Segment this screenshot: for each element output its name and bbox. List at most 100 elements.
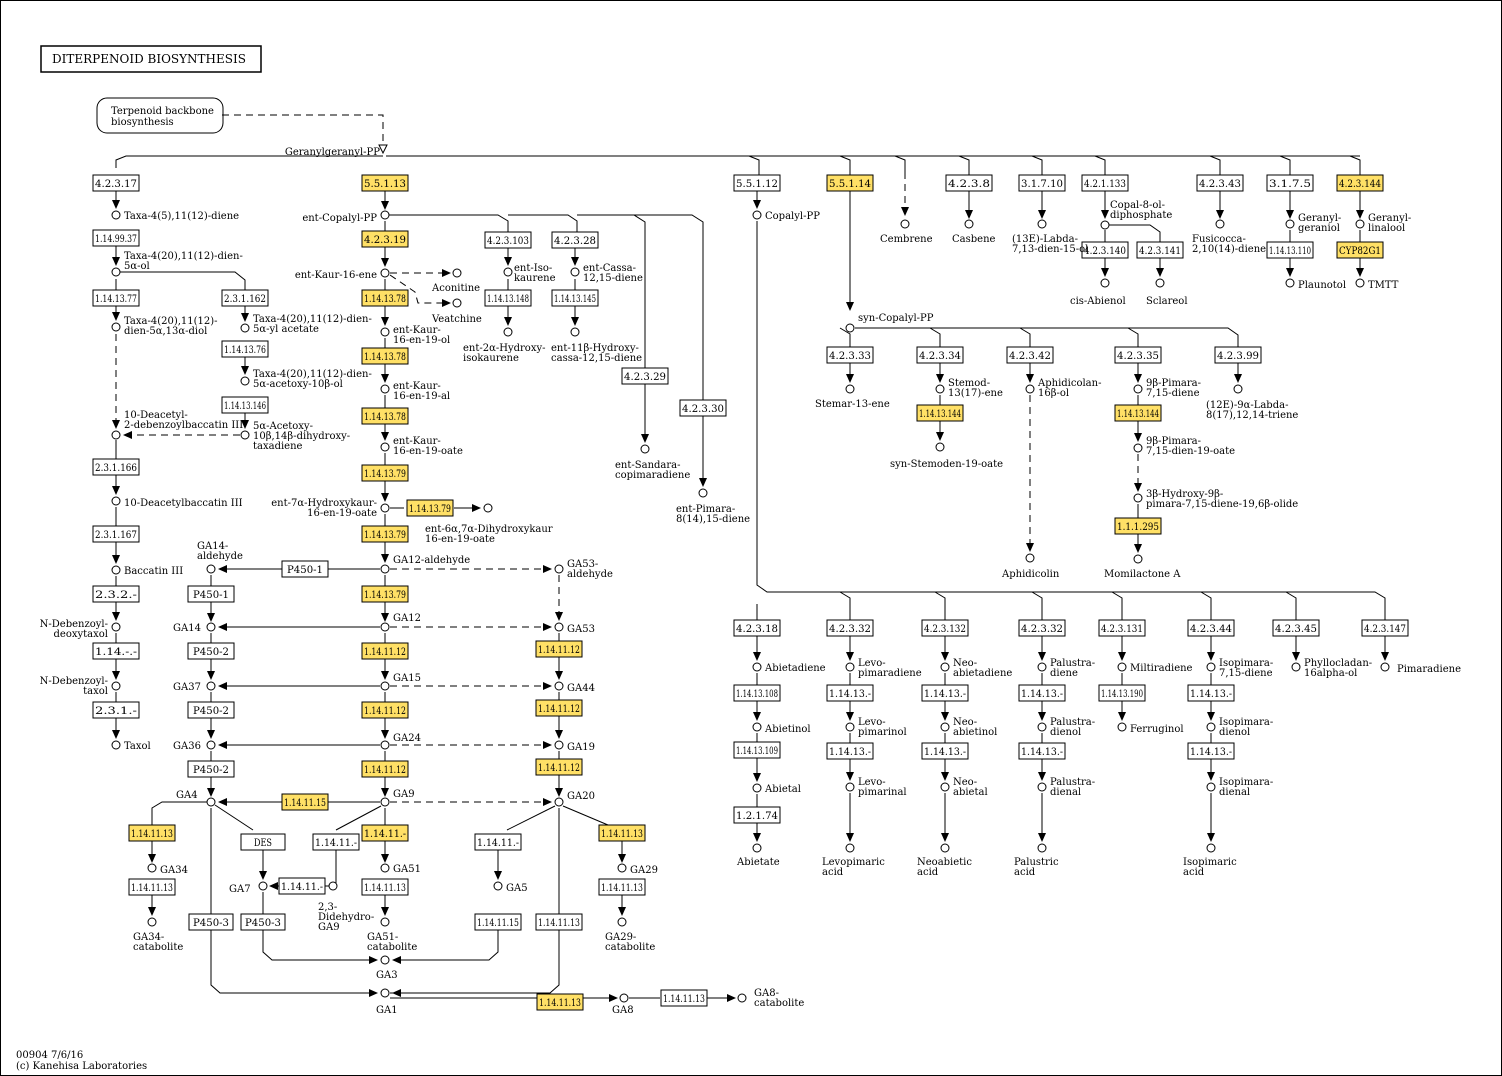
compound-node[interactable] (940, 722, 950, 732)
enzyme-box-e18[interactable]: CYP82G1 (1336, 241, 1384, 259)
enzyme-box-e1[interactable]: 4.2.3.17 (92, 174, 140, 192)
compound-node[interactable] (380, 268, 390, 278)
enzyme-box-e60[interactable]: P450-3 (188, 913, 234, 931)
enzyme-box-e53[interactable]: 1.14.11.- (312, 833, 360, 851)
enzyme-box-e68[interactable]: 4.2.3.42 (1006, 346, 1054, 364)
enzyme-box-e88[interactable]: 1.14.13.109 (733, 741, 781, 759)
compound-node[interactable] (111, 496, 121, 506)
enzyme-box-e30[interactable]: 2.3.1.166 (92, 458, 140, 476)
enzyme-box-e57[interactable]: 1.14.11.13 (361, 878, 409, 896)
compound-node[interactable] (111, 322, 121, 332)
compound-node[interactable] (1355, 278, 1365, 288)
compound-node[interactable] (240, 376, 250, 386)
compound-node[interactable] (380, 327, 390, 337)
compound-node[interactable] (503, 267, 513, 277)
enzyme-box-e69[interactable]: 4.2.3.35 (1114, 346, 1162, 364)
compound-node[interactable] (503, 327, 513, 337)
compound-node[interactable] (1117, 722, 1127, 732)
enzyme-box-e67[interactable]: 4.2.3.34 (916, 346, 964, 364)
compound-node[interactable] (1206, 662, 1216, 672)
compound-node[interactable] (206, 681, 216, 691)
enzyme-box-e22[interactable]: 1.14.13.148 (484, 289, 532, 307)
compound-node[interactable] (1037, 782, 1047, 792)
compound-node[interactable] (1285, 278, 1295, 288)
compound-node[interactable] (617, 863, 627, 873)
compound-node[interactable] (206, 740, 216, 750)
compound-node[interactable] (570, 267, 580, 277)
enzyme-box-e46[interactable]: 2.3.1.- (92, 701, 140, 719)
compound-node[interactable] (111, 267, 121, 277)
enzyme-box-e80[interactable]: 4.2.3.45 (1272, 619, 1320, 637)
compound-node[interactable] (380, 740, 390, 750)
enzyme-box-e75[interactable]: 4.2.3.32 (826, 619, 874, 637)
enzyme-box-e43[interactable]: 1.14.11.12 (361, 701, 409, 719)
enzyme-box-e89[interactable]: 1.14.13.- (826, 742, 874, 760)
compound-node[interactable] (940, 662, 950, 672)
enzyme-box-e42[interactable]: 1.14.-.- (92, 642, 140, 660)
compound-node[interactable] (619, 993, 629, 1003)
enzyme-box-e56[interactable]: 1.14.11.13 (598, 824, 646, 842)
enzyme-box-e41[interactable]: P450-2 (187, 642, 235, 660)
enzyme-box-e61[interactable]: P450-3 (240, 913, 286, 931)
compound-node[interactable] (940, 782, 950, 792)
enzyme-box-e13[interactable]: 4.2.3.103 (484, 231, 532, 249)
enzyme-box-e79[interactable]: 4.2.3.44 (1187, 619, 1235, 637)
enzyme-box-e12[interactable]: 4.2.3.19 (361, 230, 409, 248)
compound-node[interactable] (752, 783, 762, 793)
compound-node[interactable] (1155, 278, 1165, 288)
enzyme-box-e16[interactable]: 4.2.3.141 (1136, 241, 1184, 259)
enzyme-box-e37[interactable]: P450-1 (187, 585, 235, 603)
enzyme-box-e19[interactable]: 1.14.13.77 (92, 289, 140, 307)
compound-node[interactable] (380, 797, 390, 807)
compound-node[interactable] (111, 622, 121, 632)
compound-node[interactable] (752, 662, 762, 672)
enzyme-box-e66[interactable]: 4.2.3.33 (826, 346, 874, 364)
enzyme-box-e54[interactable]: 1.14.11.13 (128, 878, 176, 896)
enzyme-box-e33[interactable]: 1.14.13.79 (361, 525, 409, 543)
compound-node[interactable] (380, 917, 390, 927)
enzyme-box-e8[interactable]: 4.2.3.43 (1196, 174, 1244, 192)
compound-node[interactable] (1215, 219, 1225, 229)
compound-node[interactable] (845, 662, 855, 672)
compound-node[interactable] (752, 843, 762, 853)
compound-node[interactable] (452, 298, 462, 308)
enzyme-box-e31[interactable]: 1.14.13.79 (361, 464, 409, 482)
enzyme-box-e39[interactable]: 1.14.11.12 (361, 642, 409, 660)
compound-node[interactable] (554, 564, 564, 574)
compound-node[interactable] (845, 722, 855, 732)
enzyme-box-e64[interactable]: 1.14.11.13 (535, 913, 583, 931)
compound-node[interactable] (483, 503, 493, 513)
enzyme-box-e71[interactable]: 1.14.13.144 (916, 404, 964, 422)
enzyme-box-e85[interactable]: 1.14.13.- (1018, 684, 1066, 702)
enzyme-box-e87[interactable]: 1.14.13.- (1187, 684, 1235, 702)
enzyme-box-e4[interactable]: 5.5.1.14 (826, 174, 874, 192)
enzyme-box-e24[interactable]: 1.14.13.76 (221, 340, 269, 358)
compound-node[interactable] (1133, 493, 1143, 503)
enzyme-box-e81[interactable]: 4.2.3.147 (1361, 619, 1409, 637)
compound-node[interactable] (147, 917, 157, 927)
compound-node[interactable] (380, 503, 390, 513)
compound-node[interactable] (380, 442, 390, 452)
compound-node[interactable] (845, 323, 855, 333)
compound-node[interactable] (380, 681, 390, 691)
enzyme-box-e72[interactable]: 1.14.13.144 (1114, 404, 1162, 422)
compound-node[interactable] (240, 323, 250, 333)
enzyme-box-e74[interactable]: 4.2.3.18 (733, 619, 781, 637)
enzyme-box-e14[interactable]: 4.2.3.28 (551, 231, 599, 249)
compound-node[interactable] (1133, 554, 1143, 564)
enzyme-box-e59[interactable]: 1.14.11.13 (598, 878, 646, 896)
compound-node[interactable] (554, 740, 564, 750)
compound-node[interactable] (940, 843, 950, 853)
compound-node[interactable] (570, 327, 580, 337)
compound-node[interactable] (845, 384, 855, 394)
enzyme-box-e17[interactable]: 1.14.13.110 (1266, 241, 1314, 259)
compound-node[interactable] (380, 988, 390, 998)
compound-node[interactable] (1100, 220, 1110, 230)
enzyme-box-e92[interactable]: 1.14.13.- (1187, 742, 1235, 760)
compound-node[interactable] (380, 863, 390, 873)
compound-node[interactable] (1037, 662, 1047, 672)
compound-node[interactable] (554, 797, 564, 807)
enzyme-box-e51[interactable]: 1.14.11.13 (128, 824, 176, 842)
compound-node[interactable] (1291, 662, 1301, 672)
enzyme-box-e50[interactable]: 1.14.11.15 (281, 793, 329, 811)
